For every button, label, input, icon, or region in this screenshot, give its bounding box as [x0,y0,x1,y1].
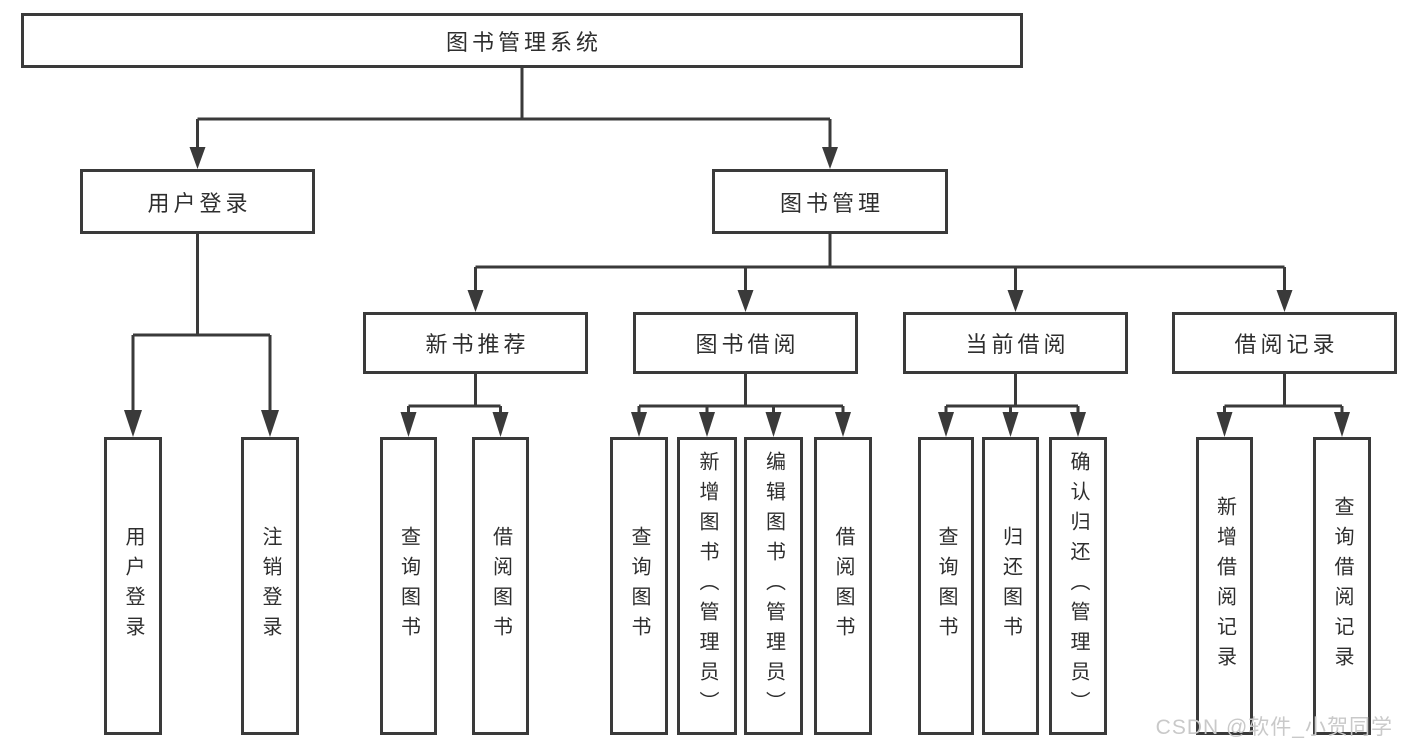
arrowhead-icon [938,412,954,437]
arrowhead-icon [822,147,838,169]
leaf-add-book-admin: 新增图书（管理员） [677,437,737,735]
leaf-borrowing-query-book: 查询图书 [610,437,668,735]
leaf-recommend-borrow-book: 借阅图书 [472,437,529,735]
node-label: 图书管理系统 [445,29,602,55]
arrowhead-icon [631,412,647,437]
arrowhead-icon [492,412,509,437]
leaf-user-login: 用户登录 [104,437,162,735]
node-label: 查询图书 [935,526,957,646]
node-label: 新书推荐 [425,332,530,357]
arrowhead-icon [1334,412,1350,437]
node-label: 编辑图书（管理员） [762,451,785,721]
node-borrowing-records: 借阅记录 [1172,312,1397,374]
node-book-management: 图书管理 [712,169,948,234]
arrowhead-icon [835,412,851,437]
node-library-management-system: 图书管理系统 [21,13,1023,68]
arrowhead-icon [765,412,782,437]
node-label: 当前借阅 [965,332,1070,357]
arrowhead-icon [1276,290,1293,312]
node-label: 查询图书 [628,526,650,646]
node-label: 借阅图书 [832,526,854,646]
node-label: 新增借阅记录 [1213,496,1236,676]
node-label: 新增图书（管理员） [696,451,718,721]
node-label: 注销登录 [259,526,281,646]
node-label: 图书借阅 [695,332,800,357]
leaf-query-borrow-record: 查询借阅记录 [1313,437,1371,735]
node-label: 查询图书 [397,526,420,646]
arrowhead-icon [699,412,715,437]
node-new-book-recommendation: 新书推荐 [363,312,588,374]
arrowhead-icon [1002,412,1019,437]
node-label: 借阅图书 [489,526,512,646]
leaf-return-book: 归还图书 [982,437,1039,735]
node-label: 借阅记录 [1234,332,1339,357]
arrowhead-icon [124,410,142,437]
leaf-logout: 注销登录 [241,437,299,735]
node-user-login: 用户登录 [80,169,315,234]
arrowhead-icon [1070,412,1086,437]
arrowhead-icon [189,147,206,169]
arrowhead-icon [1216,412,1233,437]
arrowhead-icon [400,412,417,437]
leaf-borrowing-borrow-book: 借阅图书 [814,437,872,735]
arrowhead-icon [261,410,279,437]
node-label: 查询借阅记录 [1331,496,1353,676]
node-label: 用户登录 [122,526,144,646]
node-current-borrowing: 当前借阅 [903,312,1128,374]
leaf-edit-book-admin: 编辑图书（管理员） [744,437,803,735]
leaf-add-borrow-record: 新增借阅记录 [1196,437,1253,735]
csdn-watermark: CSDN @软件_小贺同学 [1155,716,1393,739]
node-book-borrowing: 图书借阅 [633,312,858,374]
connector-path [131,68,1344,432]
leaf-recommend-query-book: 查询图书 [380,437,437,735]
node-label: 确认归还（管理员） [1067,451,1089,721]
leaf-confirm-return-admin: 确认归还（管理员） [1049,437,1107,735]
leaf-current-query-book: 查询图书 [918,437,974,735]
node-label: 归还图书 [999,526,1022,646]
arrowhead-icon [1007,290,1024,312]
arrowhead-icon [737,290,754,312]
arrowhead-icon [467,290,484,312]
node-label: 图书管理 [779,190,884,216]
node-label: 用户登录 [147,190,252,216]
